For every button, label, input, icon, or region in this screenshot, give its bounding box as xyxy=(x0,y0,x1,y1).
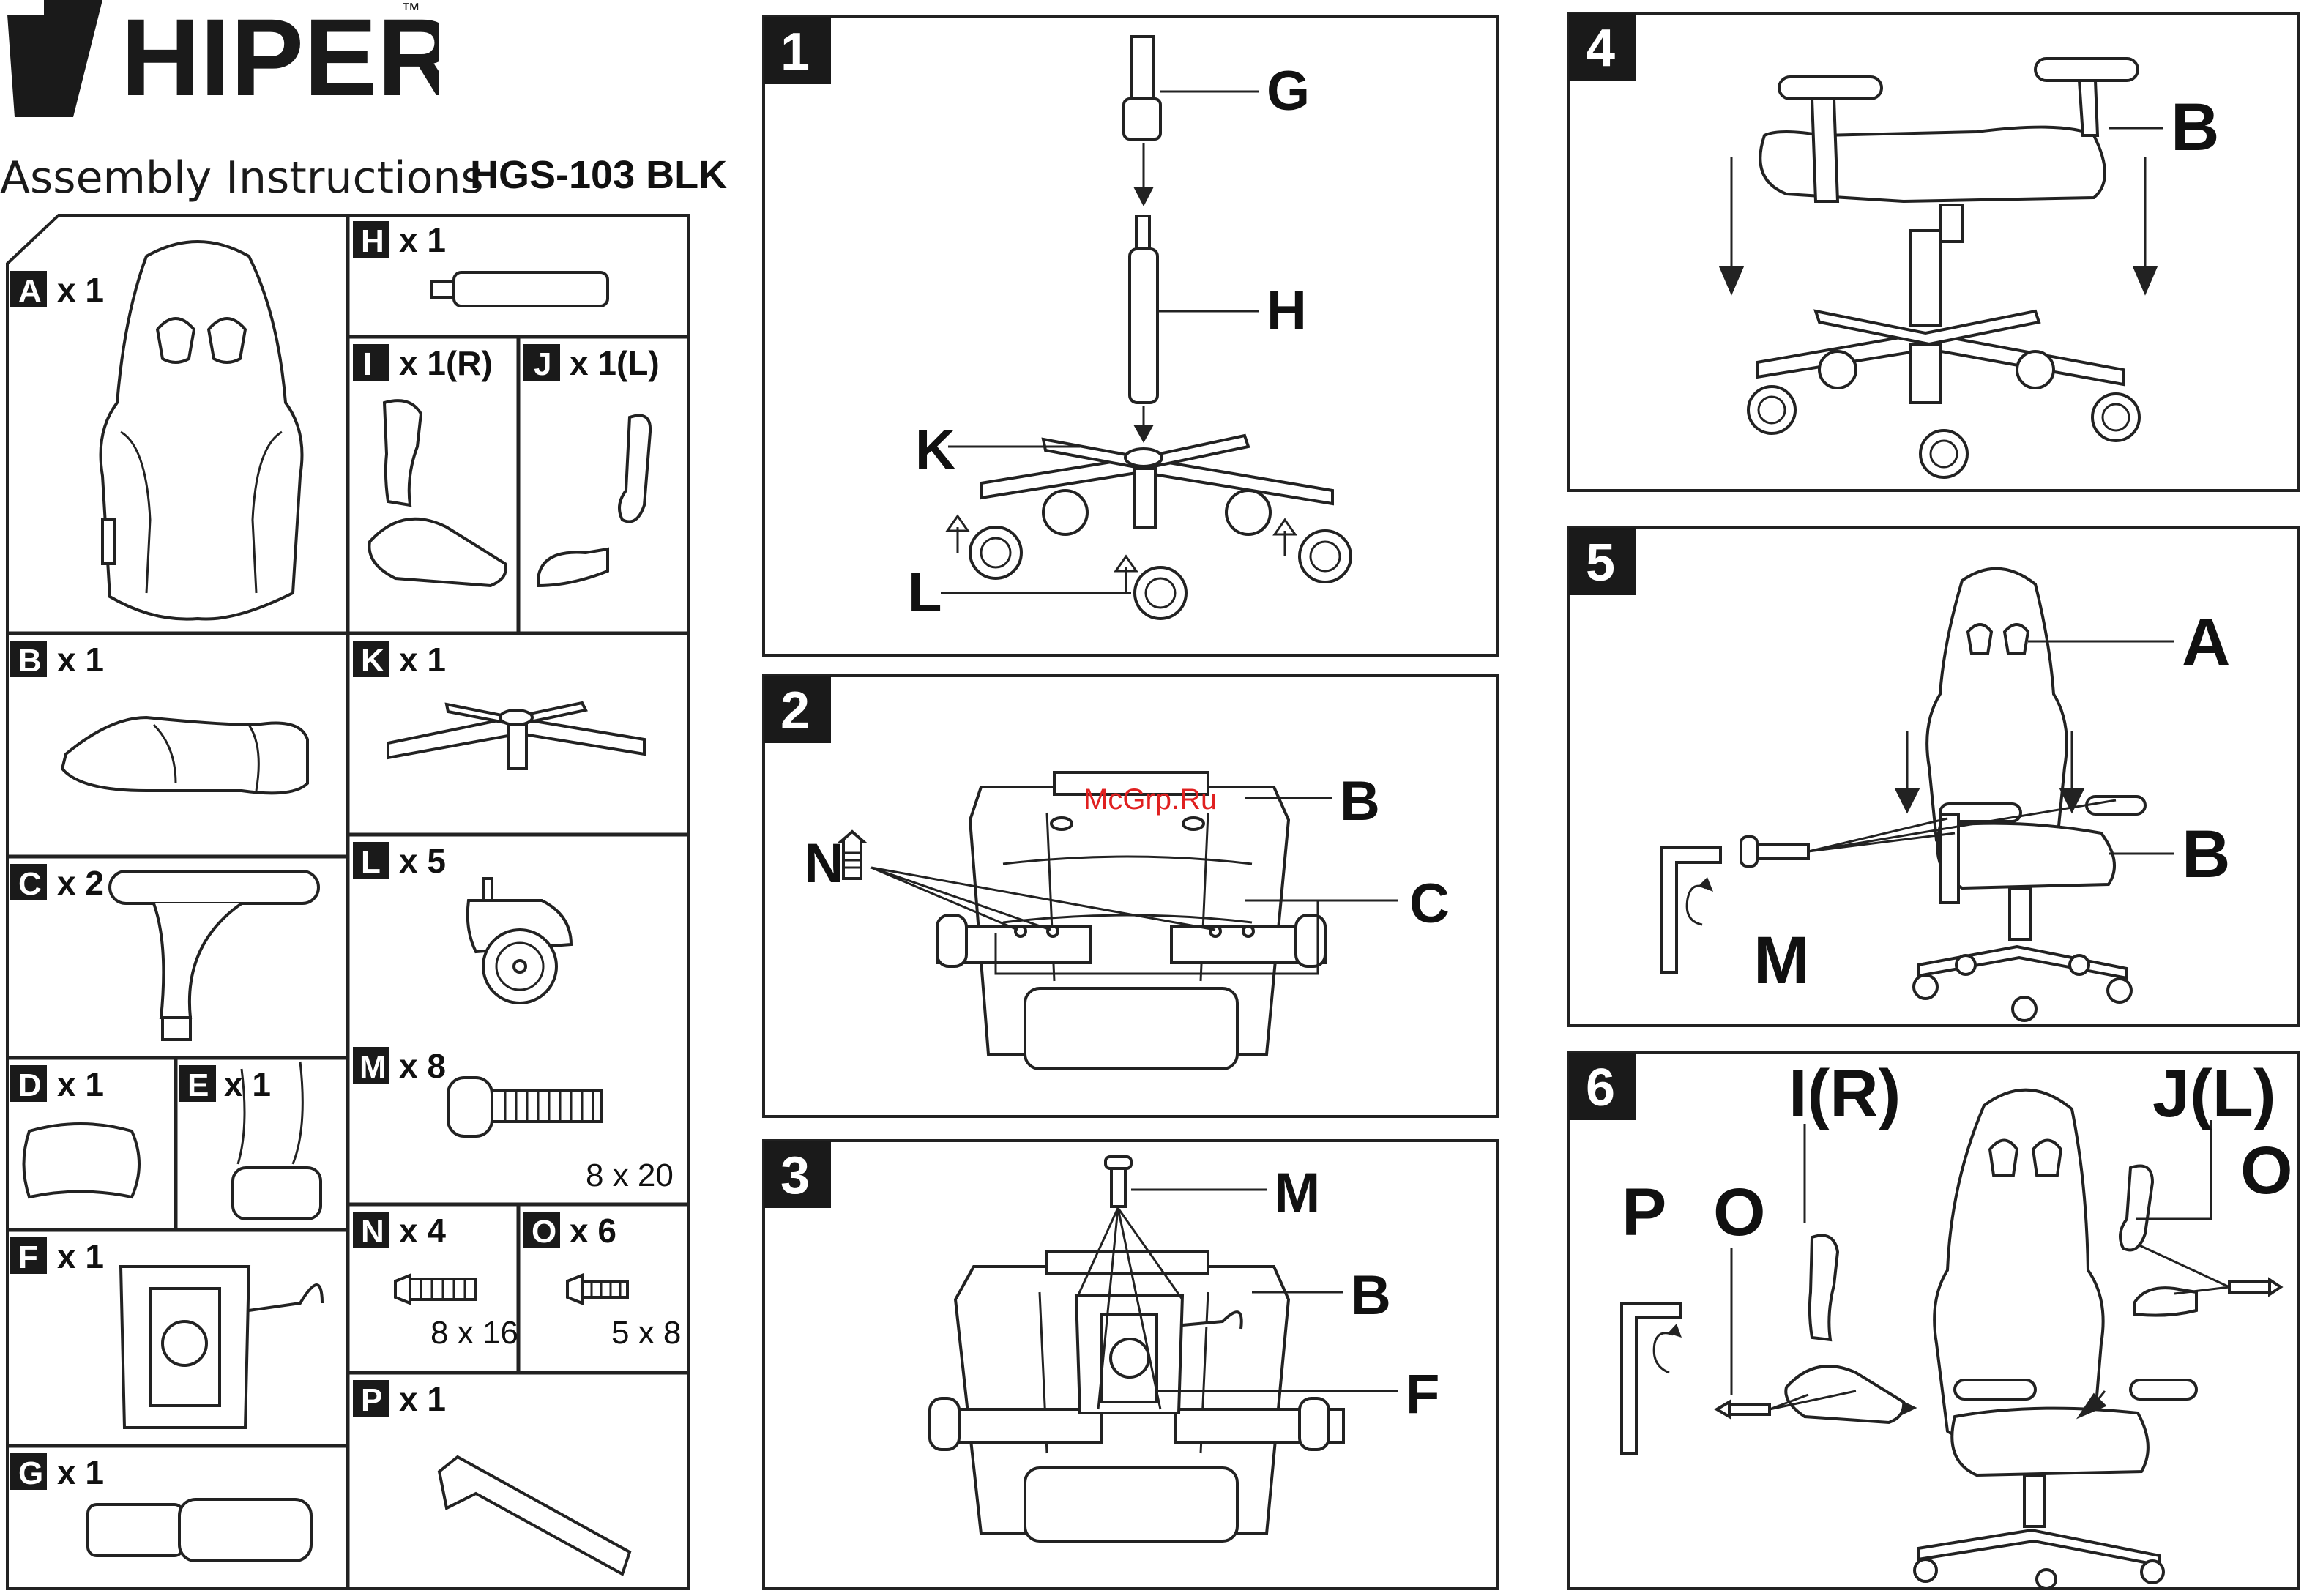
svg-text:x 1: x 1 xyxy=(57,1237,104,1275)
svg-text:x 1: x 1 xyxy=(57,271,104,309)
svg-text:O: O xyxy=(532,1214,556,1250)
svg-text:K: K xyxy=(361,643,384,679)
svg-text:H: H xyxy=(1267,280,1307,342)
svg-text:8 x 16: 8 x 16 xyxy=(430,1315,518,1351)
svg-text:J: J xyxy=(534,346,551,382)
svg-text:5 x 8: 5 x 8 xyxy=(611,1315,681,1351)
svg-text:O: O xyxy=(1713,1175,1766,1250)
svg-text:L: L xyxy=(361,844,381,880)
svg-text:x 6: x 6 xyxy=(570,1212,616,1250)
svg-text:C: C xyxy=(18,866,42,902)
seat-underside xyxy=(970,772,1289,1069)
svg-text:x 1: x 1 xyxy=(57,641,104,679)
svg-text:x 1(L): x 1(L) xyxy=(570,344,660,382)
svg-text:F: F xyxy=(18,1239,38,1275)
svg-text:A: A xyxy=(18,273,42,309)
svg-text:x 1: x 1 xyxy=(224,1065,271,1103)
step-1-number: 1 xyxy=(780,23,810,81)
step-5-number: 5 xyxy=(1586,534,1615,592)
step-4-number: 4 xyxy=(1586,19,1615,78)
svg-text:x 5: x 5 xyxy=(399,842,446,880)
brand-wordmark: HIPER xyxy=(121,0,439,119)
short-bolt-illustration xyxy=(395,1275,476,1303)
svg-text:J(L): J(L) xyxy=(2152,1056,2276,1131)
svg-text:G: G xyxy=(18,1455,43,1491)
step-4-panel: 4 B xyxy=(1567,11,2303,494)
svg-text:K: K xyxy=(915,419,955,481)
watermark: McGrp.Ru xyxy=(1084,783,1217,816)
svg-text:C: C xyxy=(1409,873,1450,935)
svg-text:x 8: x 8 xyxy=(399,1047,446,1085)
svg-text:L: L xyxy=(908,562,942,624)
hiper-logo: HIPER ™ xyxy=(0,0,439,132)
svg-text:D: D xyxy=(18,1067,42,1103)
svg-text:x 4: x 4 xyxy=(399,1212,446,1250)
svg-text:I: I xyxy=(363,346,372,382)
svg-text:x 1: x 1 xyxy=(57,1065,104,1103)
svg-text:x 2: x 2 xyxy=(57,864,104,902)
step-6-number: 6 xyxy=(1586,1059,1615,1117)
svg-text:F: F xyxy=(1406,1363,1439,1425)
step-6-panel: 6 I(R) J(L) O O P xyxy=(1567,1051,2303,1592)
trademark-symbol: ™ xyxy=(401,0,420,20)
svg-text:B: B xyxy=(2182,817,2230,892)
svg-text:M: M xyxy=(359,1049,387,1085)
svg-text:8 x 20: 8 x 20 xyxy=(586,1157,674,1193)
svg-text:I(R): I(R) xyxy=(1789,1056,1901,1131)
document-subtitle: Assembly Instructions xyxy=(0,152,484,204)
step-2-panel: 2 C N B McGrp.Ru xyxy=(761,674,1501,1120)
svg-text:B: B xyxy=(1351,1264,1391,1327)
svg-text:B: B xyxy=(18,643,42,679)
svg-text:M: M xyxy=(1753,923,1810,998)
svg-text:P: P xyxy=(1622,1175,1666,1250)
svg-text:x 1(R): x 1(R) xyxy=(399,344,493,382)
svg-text:x 1: x 1 xyxy=(57,1453,104,1491)
svg-text:O: O xyxy=(2240,1133,2293,1208)
svg-text:B: B xyxy=(1340,770,1380,832)
svg-text:x 1: x 1 xyxy=(399,221,446,259)
gas-lift-illustration xyxy=(432,272,608,306)
parts-list-panel: A x 1 B x 1 C x 2 D x 1 xyxy=(0,212,696,1596)
step-2-number: 2 xyxy=(780,682,810,740)
svg-text:E: E xyxy=(187,1067,209,1103)
svg-text:G: G xyxy=(1267,60,1310,122)
svg-text:x 1: x 1 xyxy=(399,641,446,679)
step-1-panel: 1 G H K L xyxy=(761,15,1501,659)
neck-pillow-illustration xyxy=(24,1124,140,1197)
svg-text:P: P xyxy=(361,1382,382,1418)
step-3-number: 3 xyxy=(780,1146,810,1205)
svg-text:x 1: x 1 xyxy=(399,1380,446,1418)
step-3-panel: 3 F M B xyxy=(761,1138,1501,1592)
gas-lift-cover-illustration xyxy=(88,1499,311,1561)
svg-text:N: N xyxy=(804,832,844,895)
svg-text:N: N xyxy=(361,1214,384,1250)
step-5-panel: 5 A B M xyxy=(1567,526,2303,1029)
svg-text:H: H xyxy=(361,223,384,259)
model-number: HGS-103 BLK xyxy=(470,152,727,198)
svg-text:B: B xyxy=(2171,90,2219,165)
svg-text:A: A xyxy=(2182,605,2230,679)
svg-text:M: M xyxy=(1274,1162,1320,1224)
